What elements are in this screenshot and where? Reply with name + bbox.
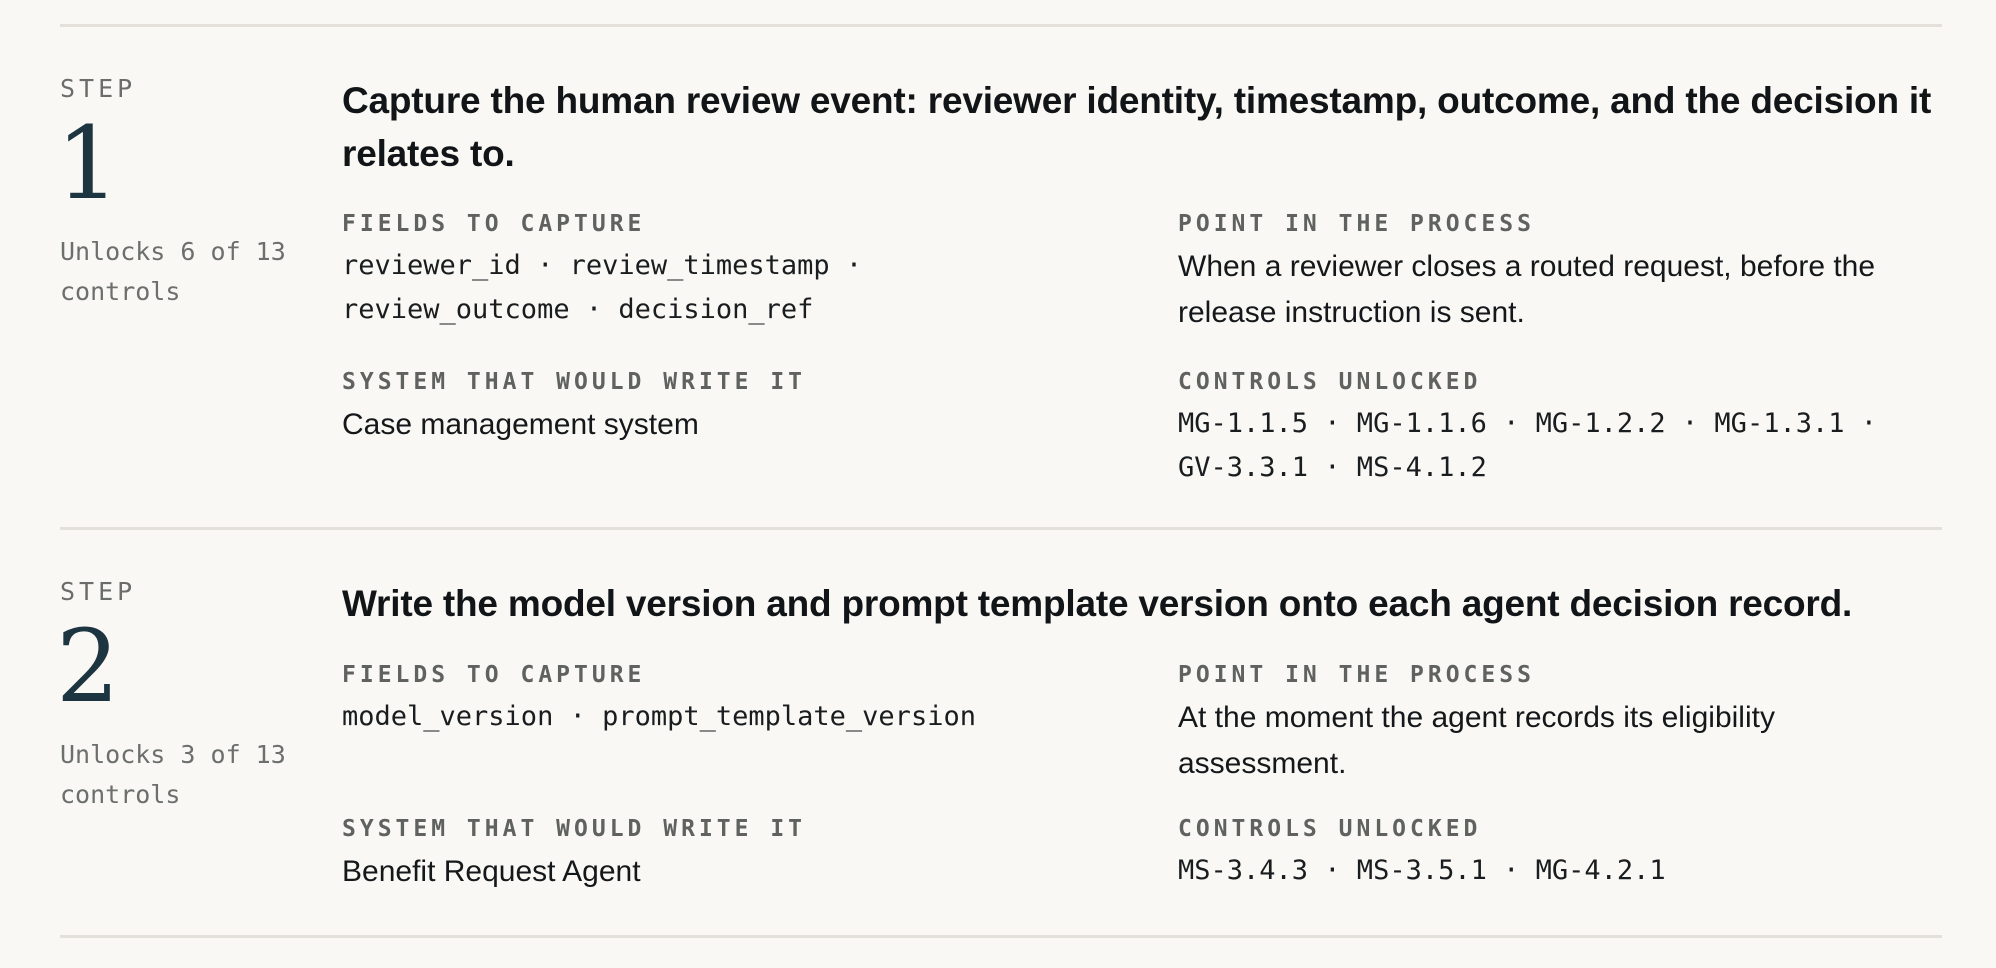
step-label: STEP [60,577,137,606]
point-in-process: POINT IN THE PROCESS When a reviewer clo… [1178,210,1938,336]
system-writer: SYSTEM THAT WOULD WRITE IT Benefit Reque… [342,815,1142,895]
step-unlocks-count: Unlocks 3 of 13 controls [60,740,286,809]
system-writer-label: SYSTEM THAT WOULD WRITE IT [342,816,807,842]
divider [60,935,1942,938]
step-title: Write the model version and prompt templ… [342,583,1853,624]
step-number: 1 [56,105,120,222]
step-meta: STEP 1 Unlocks 6 of 13 controls [56,74,320,312]
system-writer: SYSTEM THAT WOULD WRITE IT Case manageme… [342,368,1142,448]
step-label: STEP [60,74,137,103]
controls-unlocked-label: CONTROLS UNLOCKED [1178,816,1482,842]
fields-to-capture-label: FIELDS TO CAPTURE [342,211,646,237]
controls-unlocked: CONTROLS UNLOCKED MS-3.4.3 · MS-3.5.1 · … [1178,815,1938,893]
step-title: Capture the human review event: reviewer… [342,80,1932,174]
fields-to-capture-value: reviewer_id · review_timestamp · review_… [342,250,863,325]
step-body: Capture the human review event: reviewer… [342,74,1942,483]
system-writer-label: SYSTEM THAT WOULD WRITE IT [342,369,807,395]
controls-unlocked-value: MG-1.1.5 · MG-1.1.6 · MG-1.2.2 · MG-1.3.… [1178,408,1877,483]
divider [60,527,1942,530]
point-in-process-value: When a reviewer closes a routed request,… [1178,250,1876,329]
controls-unlocked: CONTROLS UNLOCKED MG-1.1.5 · MG-1.1.6 · … [1178,368,1938,490]
fields-to-capture: FIELDS TO CAPTURE reviewer_id · review_t… [342,210,1142,332]
step-unlocks-count: Unlocks 6 of 13 controls [60,237,286,306]
point-in-process-label: POINT IN THE PROCESS [1178,662,1535,688]
controls-unlocked-value: MS-3.4.3 · MS-3.5.1 · MG-4.2.1 [1178,855,1666,886]
fields-to-capture-label: FIELDS TO CAPTURE [342,662,646,688]
fields-to-capture: FIELDS TO CAPTURE model_version · prompt… [342,661,1142,739]
point-in-process: POINT IN THE PROCESS At the moment the a… [1178,661,1938,787]
system-writer-value: Case management system [342,408,699,441]
step-body: Write the model version and prompt templ… [342,577,1942,888]
step-1: STEP 1 Unlocks 6 of 13 controls Capture … [56,74,1942,514]
step-number: 2 [56,608,120,725]
fields-to-capture-value: model_version · prompt_template_version [342,701,976,732]
divider [60,24,1942,27]
point-in-process-label: POINT IN THE PROCESS [1178,211,1535,237]
step-meta: STEP 2 Unlocks 3 of 13 controls [56,577,320,815]
point-in-process-value: At the moment the agent records its elig… [1178,701,1775,780]
system-writer-value: Benefit Request Agent [342,855,641,888]
controls-unlocked-label: CONTROLS UNLOCKED [1178,369,1482,395]
step-2: STEP 2 Unlocks 3 of 13 controls Write th… [56,577,1942,937]
